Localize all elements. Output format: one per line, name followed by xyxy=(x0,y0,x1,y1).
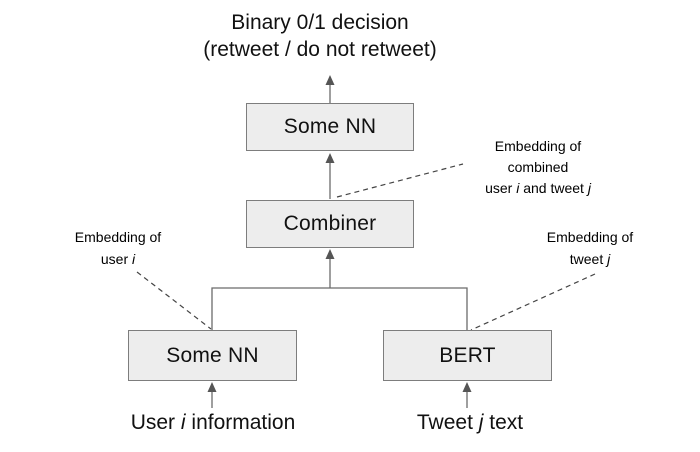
annotation-user-line1: Embedding of xyxy=(74,229,162,245)
node-bert: BERT xyxy=(383,330,552,381)
node-bottom-some-nn: Some NN xyxy=(128,330,297,381)
node-combiner: Combiner xyxy=(246,200,414,248)
decision-title: Binary 0/1 decision (retweet / do not re… xyxy=(70,9,570,63)
input-label-user: User i information xyxy=(130,411,296,434)
annotation-user-line2: user i xyxy=(100,251,136,267)
annotation-combined-line2: combined xyxy=(507,159,569,175)
dashed-combined-embedding-leader xyxy=(336,163,464,198)
annotation-tweet-line2: tweet j xyxy=(569,251,611,267)
annotation-combined-line3: user i and tweet j xyxy=(485,180,591,196)
annotation-user-embedding: Embedding of user i xyxy=(18,226,218,270)
dashed-tweet-embedding-leader xyxy=(470,273,596,331)
node-bert-label: BERT xyxy=(439,343,496,367)
annotation-tweet-embedding: Embedding of tweet j xyxy=(490,226,690,270)
node-combiner-label: Combiner xyxy=(283,212,377,235)
dashed-user-embedding-leader xyxy=(136,271,212,330)
decision-title-line2: (retweet / do not retweet) xyxy=(203,38,437,61)
annotation-combined-line1: Embedding of xyxy=(494,138,582,154)
decision-title-line1: Binary 0/1 decision xyxy=(231,11,409,34)
annotation-combined-embedding: Embedding of combined user i and tweet j xyxy=(438,136,638,199)
node-top-some-nn: Some NN xyxy=(246,103,414,151)
input-label-tweet: Tweet j text xyxy=(416,411,524,434)
node-bottom-some-nn-label: Some NN xyxy=(166,343,259,367)
annotation-tweet-line1: Embedding of xyxy=(546,229,634,245)
merge-line xyxy=(211,287,468,330)
node-top-some-nn-label: Some NN xyxy=(283,115,377,138)
